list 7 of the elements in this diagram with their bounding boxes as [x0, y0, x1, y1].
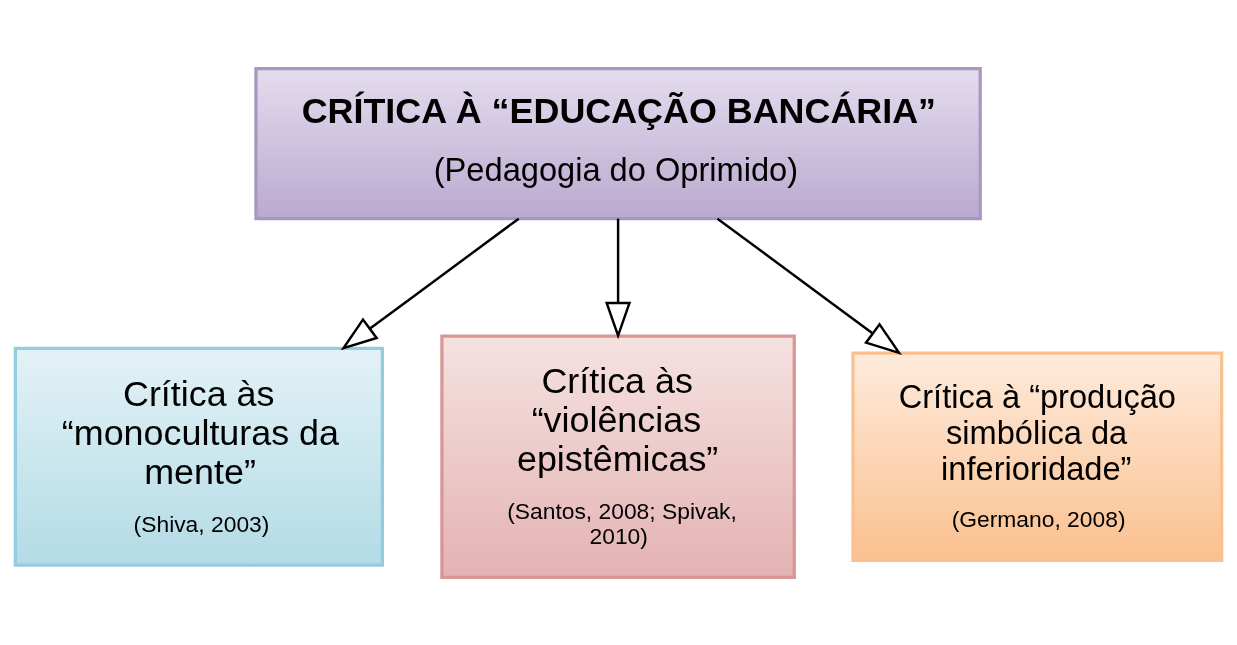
node-box: Crítica às “monoculturas da mente” (Shiva, 2003) — [13, 346, 384, 567]
arrow — [716, 217, 903, 355]
node-box: CRÍTICA À “EDUCAÇÃO BANCÁRIA” (Pedagogia do Oprimido) — [254, 66, 982, 220]
node-box: Crítica à “produção simbólica da inferioridade” (Germano, 2008) — [851, 351, 1224, 562]
node-box: Crítica às “violências epistêmicas” (Santos, 2008; Spivak, 2010) — [440, 333, 796, 579]
arrow — [604, 218, 632, 339]
arrow — [340, 217, 520, 350]
